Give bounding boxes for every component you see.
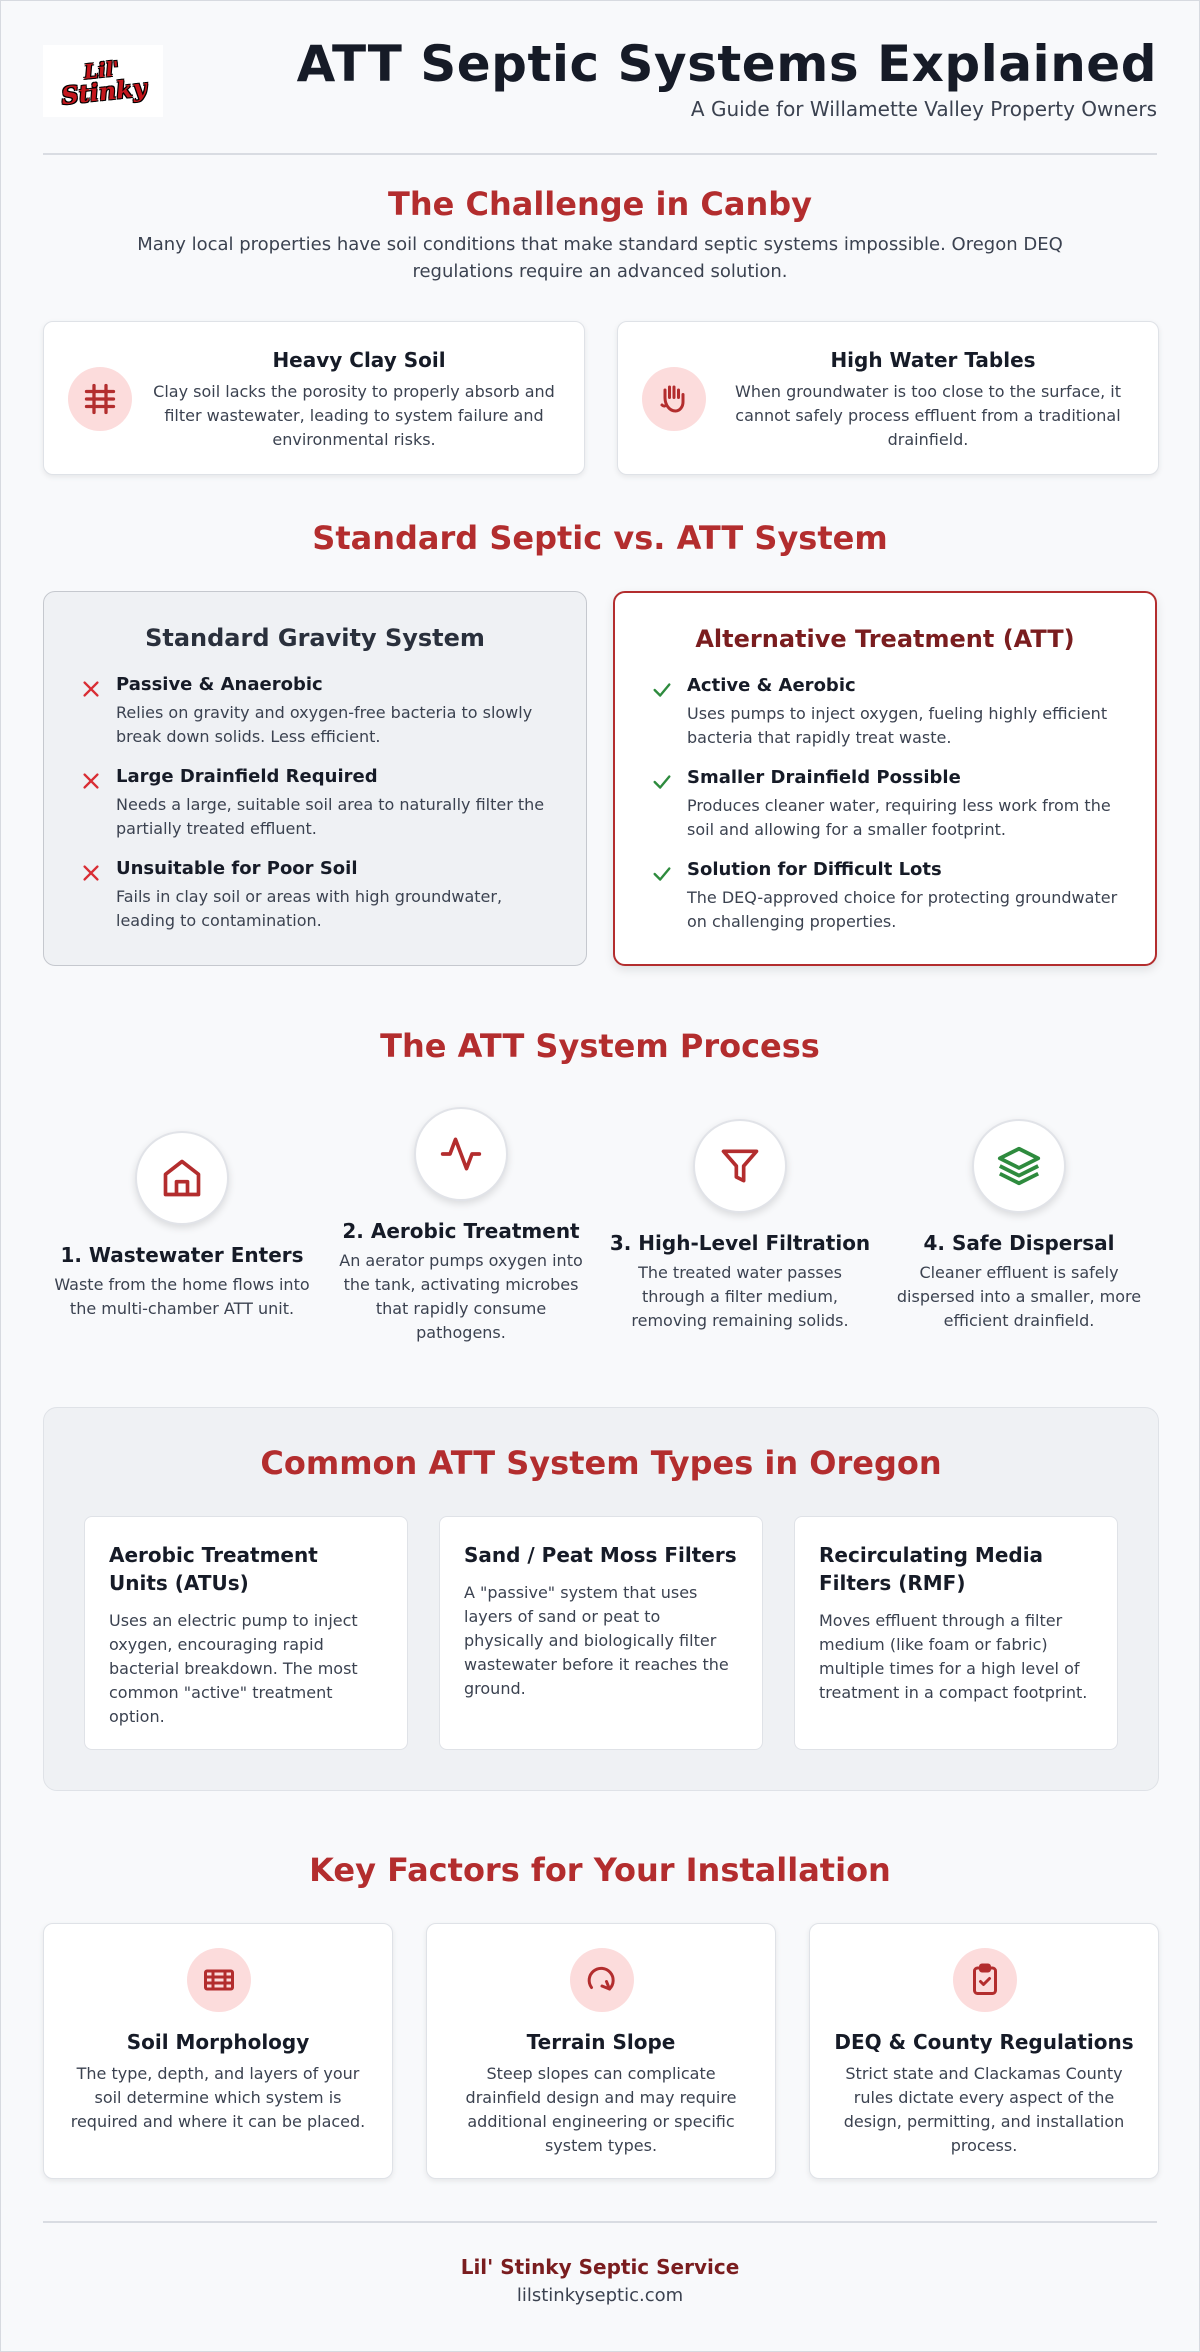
factor-card-soil: Soil Morphology The type, depth, and lay… [43,1923,393,2179]
item-text: Uses pumps to inject oxygen, fueling hig… [687,704,1108,747]
page-title: ATT Septic Systems Explained [296,35,1157,93]
footer-company-name: Lil' Stinky Septic Service [460,2255,740,2279]
step-title: 2. Aerobic Treatment [342,1219,580,1243]
card-text: Clay soil lacks the porosity to properly… [153,382,555,449]
type-card-atu: Aerobic Treatment Units (ATUs) Uses an e… [84,1516,408,1750]
check-icon [653,775,671,789]
att-item: Solution for Difficult Lots The DEQ-appr… [651,859,1125,934]
step-title: 4. Safe Dispersal [923,1231,1115,1255]
panel-title: Standard Gravity System [145,624,485,652]
types-title: Common ATT System Types in Oregon [260,1444,942,1482]
soil-layers-icon [187,1948,251,2012]
water-hand-icon [642,367,706,431]
type-title: Recirculating Media Filters (RMF) [819,1543,1044,1595]
factor-text: Steep slopes can complicate drainfield d… [465,2064,737,2155]
item-title: Passive & Anaerobic [116,674,323,695]
standard-system-panel: Standard Gravity System Passive & Anaero… [43,591,587,966]
card-title: High Water Tables [830,348,1036,372]
panel-title: Alternative Treatment (ATT) [695,625,1075,653]
item-title: Solution for Difficult Lots [687,859,942,880]
x-icon [83,681,99,697]
item-text: Produces cleaner water, requiring less w… [687,796,1111,839]
step-text: Waste from the home flows into the multi… [54,1275,310,1318]
type-card-rmf: Recirculating Media Filters (RMF) Moves … [794,1516,1118,1750]
check-icon [653,867,671,881]
step-title: 3. High-Level Filtration [609,1231,871,1255]
type-card-sand-peat: Sand / Peat Moss Filters A "passive" sys… [439,1516,763,1750]
process-title: The ATT System Process [380,1027,820,1065]
system-types-panel: Common ATT System Types in Oregon Aerobi… [43,1407,1159,1791]
factors-title: Key Factors for Your Installation [309,1851,891,1889]
factor-text: The type, depth, and layers of your soil… [70,2064,366,2131]
page-subtitle: A Guide for Willamette Valley Property O… [690,97,1157,121]
factor-card-regulations: DEQ & County Regulations Strict state an… [809,1923,1159,2179]
factor-title: Soil Morphology [126,2030,310,2054]
factor-title: Terrain Slope [526,2030,676,2054]
grid-icon [68,367,132,431]
card-title: Heavy Clay Soil [272,348,446,372]
type-title: Aerobic Treatment Units (ATUs) [109,1543,318,1595]
layers-icon [972,1119,1066,1213]
logo-line-2: Stinky [60,72,149,111]
item-title: Active & Aerobic [687,675,856,696]
home-icon [135,1131,229,1225]
clipboard-check-icon [953,1948,1017,2012]
card-text: When groundwater is too close to the sur… [735,382,1121,449]
factor-title: DEQ & County Regulations [834,2030,1134,2054]
header: Lil' Stinky ATT Septic Systems Explained… [43,1,1157,155]
item-title: Large Drainfield Required [116,766,378,787]
x-icon [83,773,99,789]
step-text: The treated water passes through a filte… [631,1263,849,1330]
type-text: A "passive" system that uses layers of s… [464,1583,729,1698]
step-text: An aerator pumps oxygen into the tank, a… [339,1251,583,1342]
activity-icon [414,1107,508,1201]
type-text: Moves effluent through a filter medium (… [819,1611,1088,1702]
factor-card-slope: Terrain Slope Steep slopes can complicat… [426,1923,776,2179]
logo: Lil' Stinky [43,45,163,117]
standard-item: Passive & Anaerobic Relies on gravity an… [80,674,556,749]
att-item: Active & Aerobic Uses pumps to inject ox… [651,675,1125,750]
x-icon [83,865,99,881]
challenge-card-water: High Water Tables When groundwater is to… [617,321,1159,475]
step-text: Cleaner effluent is safely dispersed int… [896,1263,1142,1330]
item-text: Needs a large, suitable soil area to nat… [116,795,545,838]
att-item: Smaller Drainfield Possible Produces cle… [651,767,1125,842]
check-icon [653,683,671,697]
footer-divider [43,2221,1157,2223]
item-text: Relies on gravity and oxygen-free bacter… [116,703,533,746]
item-text: The DEQ-approved choice for protecting g… [687,888,1118,931]
att-system-panel: Alternative Treatment (ATT) Active & Aer… [613,591,1157,966]
step-title: 1. Wastewater Enters [60,1243,304,1267]
filter-icon [693,1119,787,1213]
standard-item: Large Drainfield Required Needs a large,… [80,766,556,841]
challenge-card-clay: Heavy Clay Soil Clay soil lacks the poro… [43,321,585,475]
item-title: Unsuitable for Poor Soil [116,858,358,879]
type-title: Sand / Peat Moss Filters [464,1543,737,1567]
item-text: Fails in clay soil or areas with high gr… [116,887,503,930]
factor-text: Strict state and Clackamas County rules … [843,2064,1125,2155]
challenge-intro: Many local properties have soil conditio… [137,234,1063,282]
slope-icon [570,1948,634,2012]
standard-item: Unsuitable for Poor Soil Fails in clay s… [80,858,556,933]
comparison-title: Standard Septic vs. ATT System [312,519,888,557]
item-title: Smaller Drainfield Possible [687,767,961,788]
challenge-title: The Challenge in Canby [388,185,812,223]
type-text: Uses an electric pump to inject oxygen, … [109,1611,358,1726]
footer-website-link[interactable]: lilstinkyseptic.com [516,2285,684,2306]
